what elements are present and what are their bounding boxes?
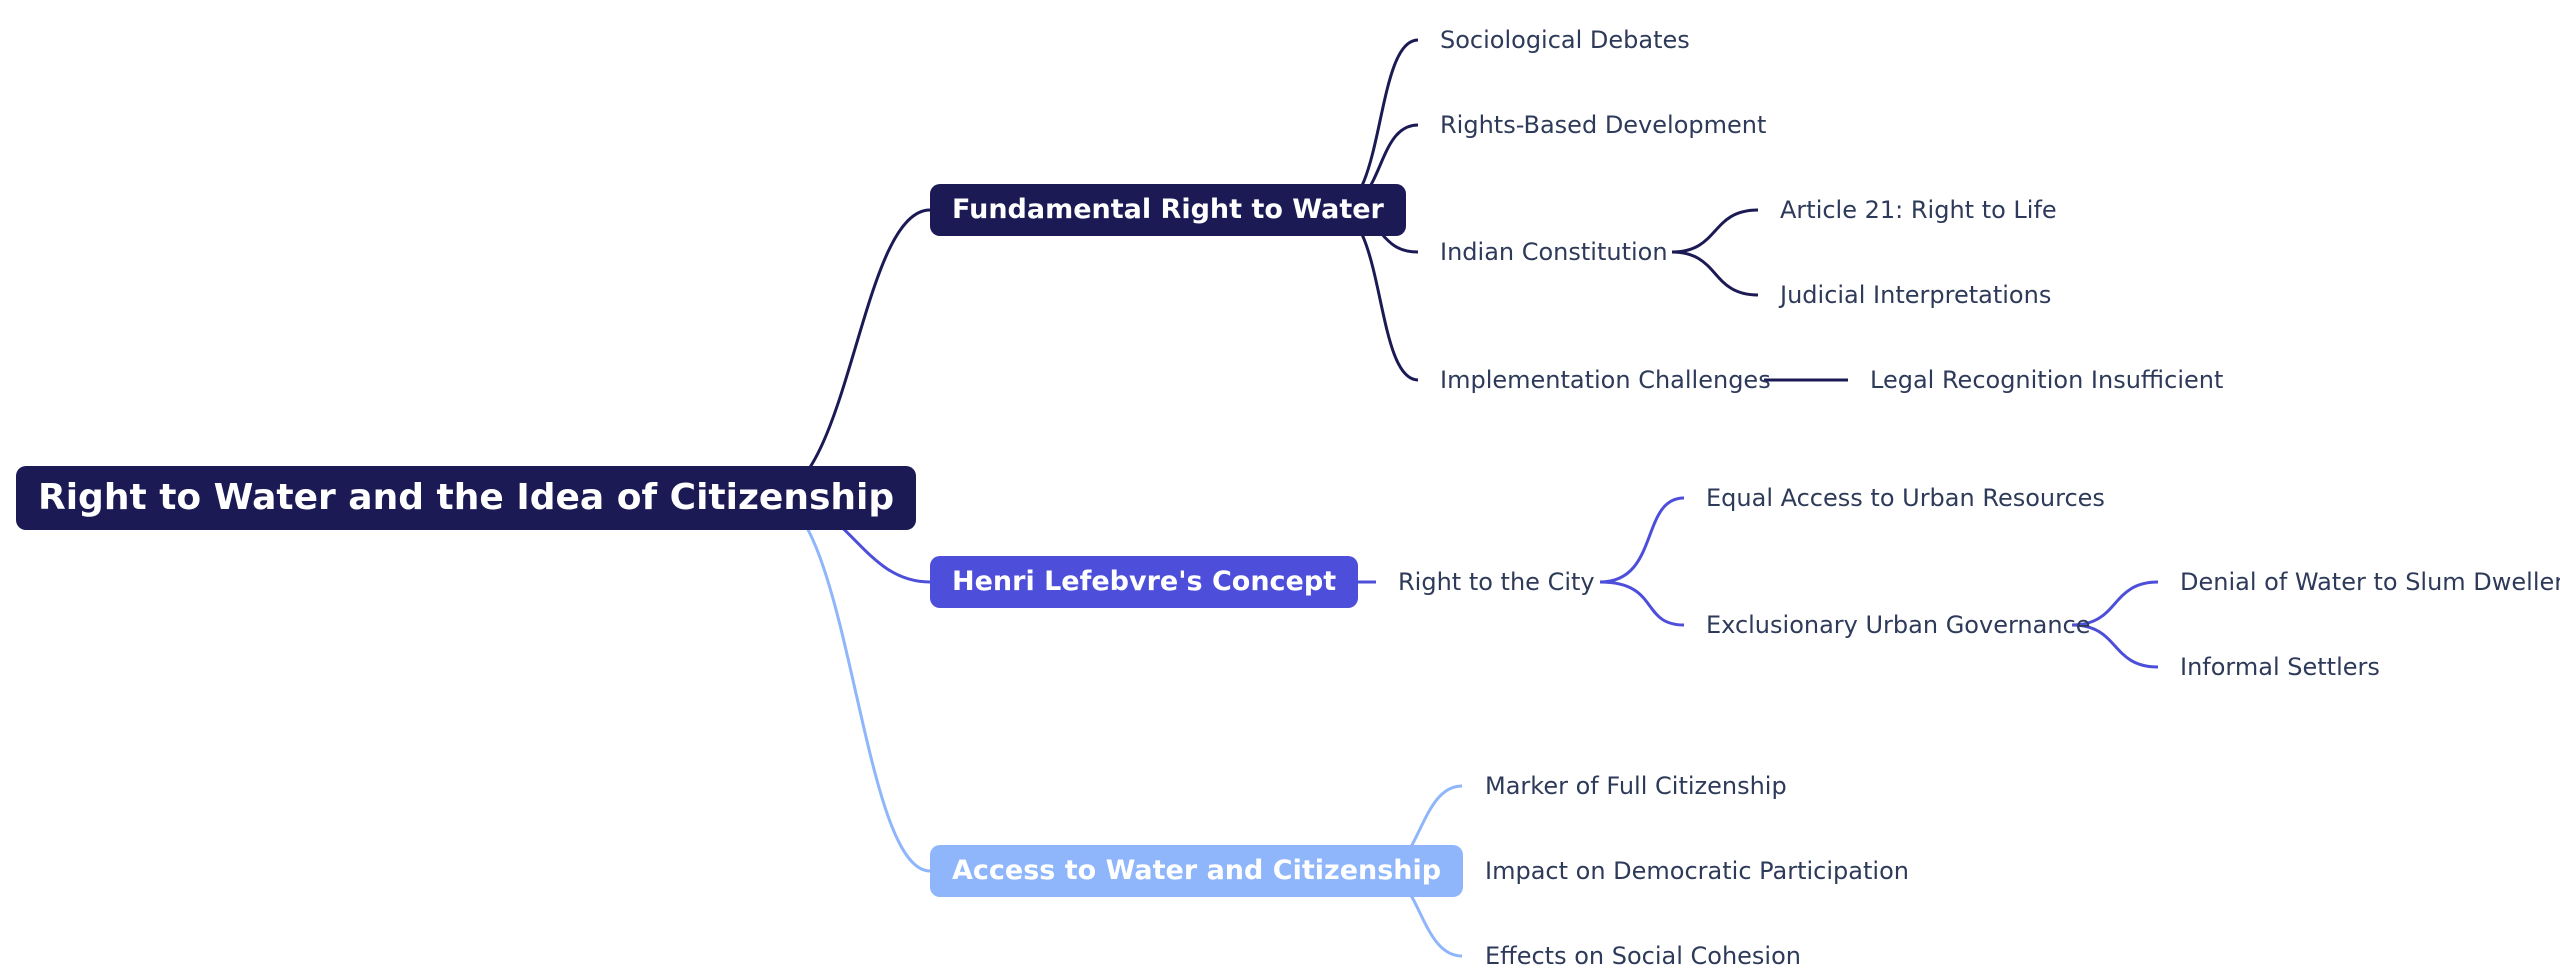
leaf-marker-of-citizenship[interactable]: Marker of Full Citizenship <box>1485 772 1787 800</box>
leaf-article-21[interactable]: Article 21: Right to Life <box>1780 196 2057 224</box>
branch-lefebvre-concept[interactable]: Henri Lefebvre's Concept <box>930 556 1359 608</box>
leaf-rights-based-development[interactable]: Rights-Based Development <box>1440 111 1767 139</box>
leaf-democratic-participation[interactable]: Impact on Democratic Participation <box>1485 857 1909 885</box>
leaf-exclusionary-governance[interactable]: Exclusionary Urban Governance <box>1706 611 2091 639</box>
leaf-sociological-debates[interactable]: Sociological Debates <box>1440 26 1690 54</box>
link-rightcity-equal <box>1599 496 1685 584</box>
leaf-equal-access[interactable]: Equal Access to Urban Resources <box>1706 484 2105 512</box>
link-constitution-judicial <box>1671 250 1759 297</box>
leaf-legal-recognition[interactable]: Legal Recognition Insufficient <box>1870 366 2224 394</box>
branch-fundamental-right[interactable]: Fundamental Right to Water <box>930 184 1406 236</box>
link-rightcity-exclusionary <box>1599 580 1685 627</box>
leaf-indian-constitution[interactable]: Indian Constitution <box>1440 238 1668 266</box>
link-root-fundamental <box>769 208 931 498</box>
link-exclusionary-denial <box>2071 580 2159 627</box>
leaf-denial-of-water[interactable]: Denial of Water to Slum Dwellers <box>2180 568 2560 596</box>
root-node[interactable]: Right to Water and the Idea of Citizensh… <box>16 466 917 530</box>
branch-access-citizenship[interactable]: Access to Water and Citizenship <box>930 845 1464 897</box>
leaf-social-cohesion[interactable]: Effects on Social Cohesion <box>1485 942 1801 970</box>
leaf-right-to-the-city[interactable]: Right to the City <box>1398 568 1595 596</box>
leaf-informal-settlers[interactable]: Informal Settlers <box>2180 653 2380 681</box>
leaf-implementation-challenges[interactable]: Implementation Challenges <box>1440 366 1771 394</box>
leaf-judicial-interpretations[interactable]: Judicial Interpretations <box>1780 281 2052 309</box>
link-exclusionary-informal <box>2071 623 2159 669</box>
link-root-access <box>769 494 931 873</box>
link-constitution-article21 <box>1671 208 1759 254</box>
